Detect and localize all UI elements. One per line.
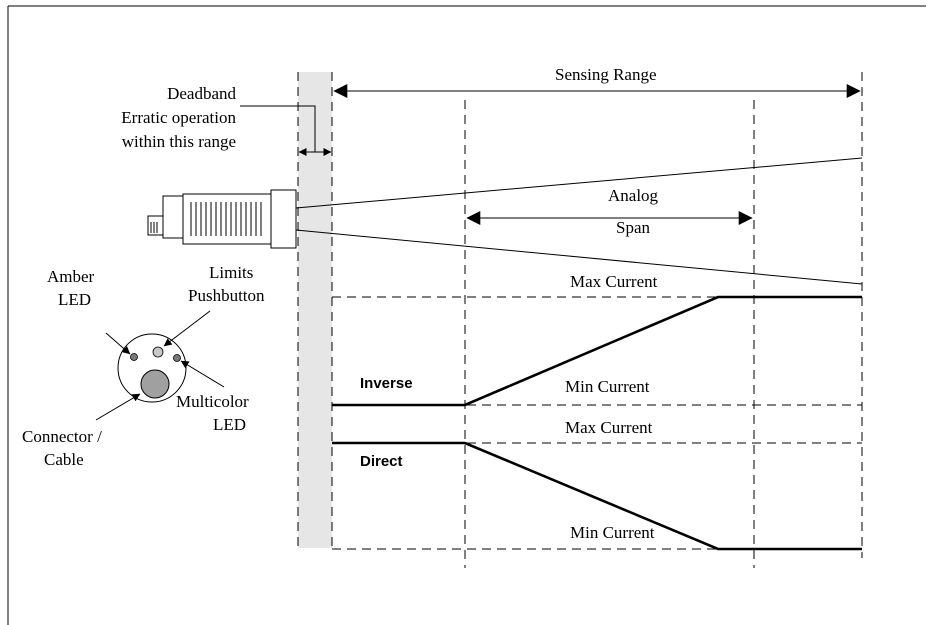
inverse-max-current-label: Max Current (570, 272, 658, 291)
inverse-output-curve (332, 295, 862, 407)
sensor-icon (147, 189, 297, 249)
sensor-beam (295, 157, 863, 285)
vertical-dashed-lines (297, 72, 863, 568)
analog-label: Analog (608, 186, 659, 205)
span-label: Span (616, 218, 651, 237)
sensor-face-icon (117, 333, 187, 403)
direct-min-current-label: Min Current (570, 523, 655, 542)
amber-led-label: Amber (47, 267, 95, 286)
inverse-min-current-label: Min Current (565, 377, 650, 396)
deadband-label: Deadband (167, 84, 236, 103)
direct-output-curve (332, 441, 862, 551)
connector-cable-label: Connector / (22, 427, 102, 446)
connector-cable-label-line2: Cable (44, 450, 84, 469)
inverse-label: Inverse (360, 375, 413, 392)
direct-max-current-label: Max Current (565, 418, 653, 437)
direct-label: Direct (360, 453, 403, 470)
amber-led-arrow (105, 332, 131, 355)
figure-frame (7, 5, 926, 625)
multicolor-led-arrow (180, 360, 225, 388)
sensing-range-label: Sensing Range (555, 65, 657, 84)
within-range-label: within this range (122, 132, 236, 151)
erratic-operation-label: Erratic operation (121, 108, 236, 127)
limits-pushbutton-label: Limits (209, 263, 253, 282)
deadband-leader-line (240, 105, 316, 152)
limits-pushbutton-arrow (163, 310, 211, 347)
multicolor-led-label-line2: LED (213, 415, 246, 434)
multicolor-led-label: Multicolor (176, 392, 249, 411)
amber-led-label-line2: LED (58, 290, 91, 309)
limits-pushbutton-label-line2: Pushbutton (188, 286, 265, 305)
connector-cable-arrow (95, 393, 141, 421)
